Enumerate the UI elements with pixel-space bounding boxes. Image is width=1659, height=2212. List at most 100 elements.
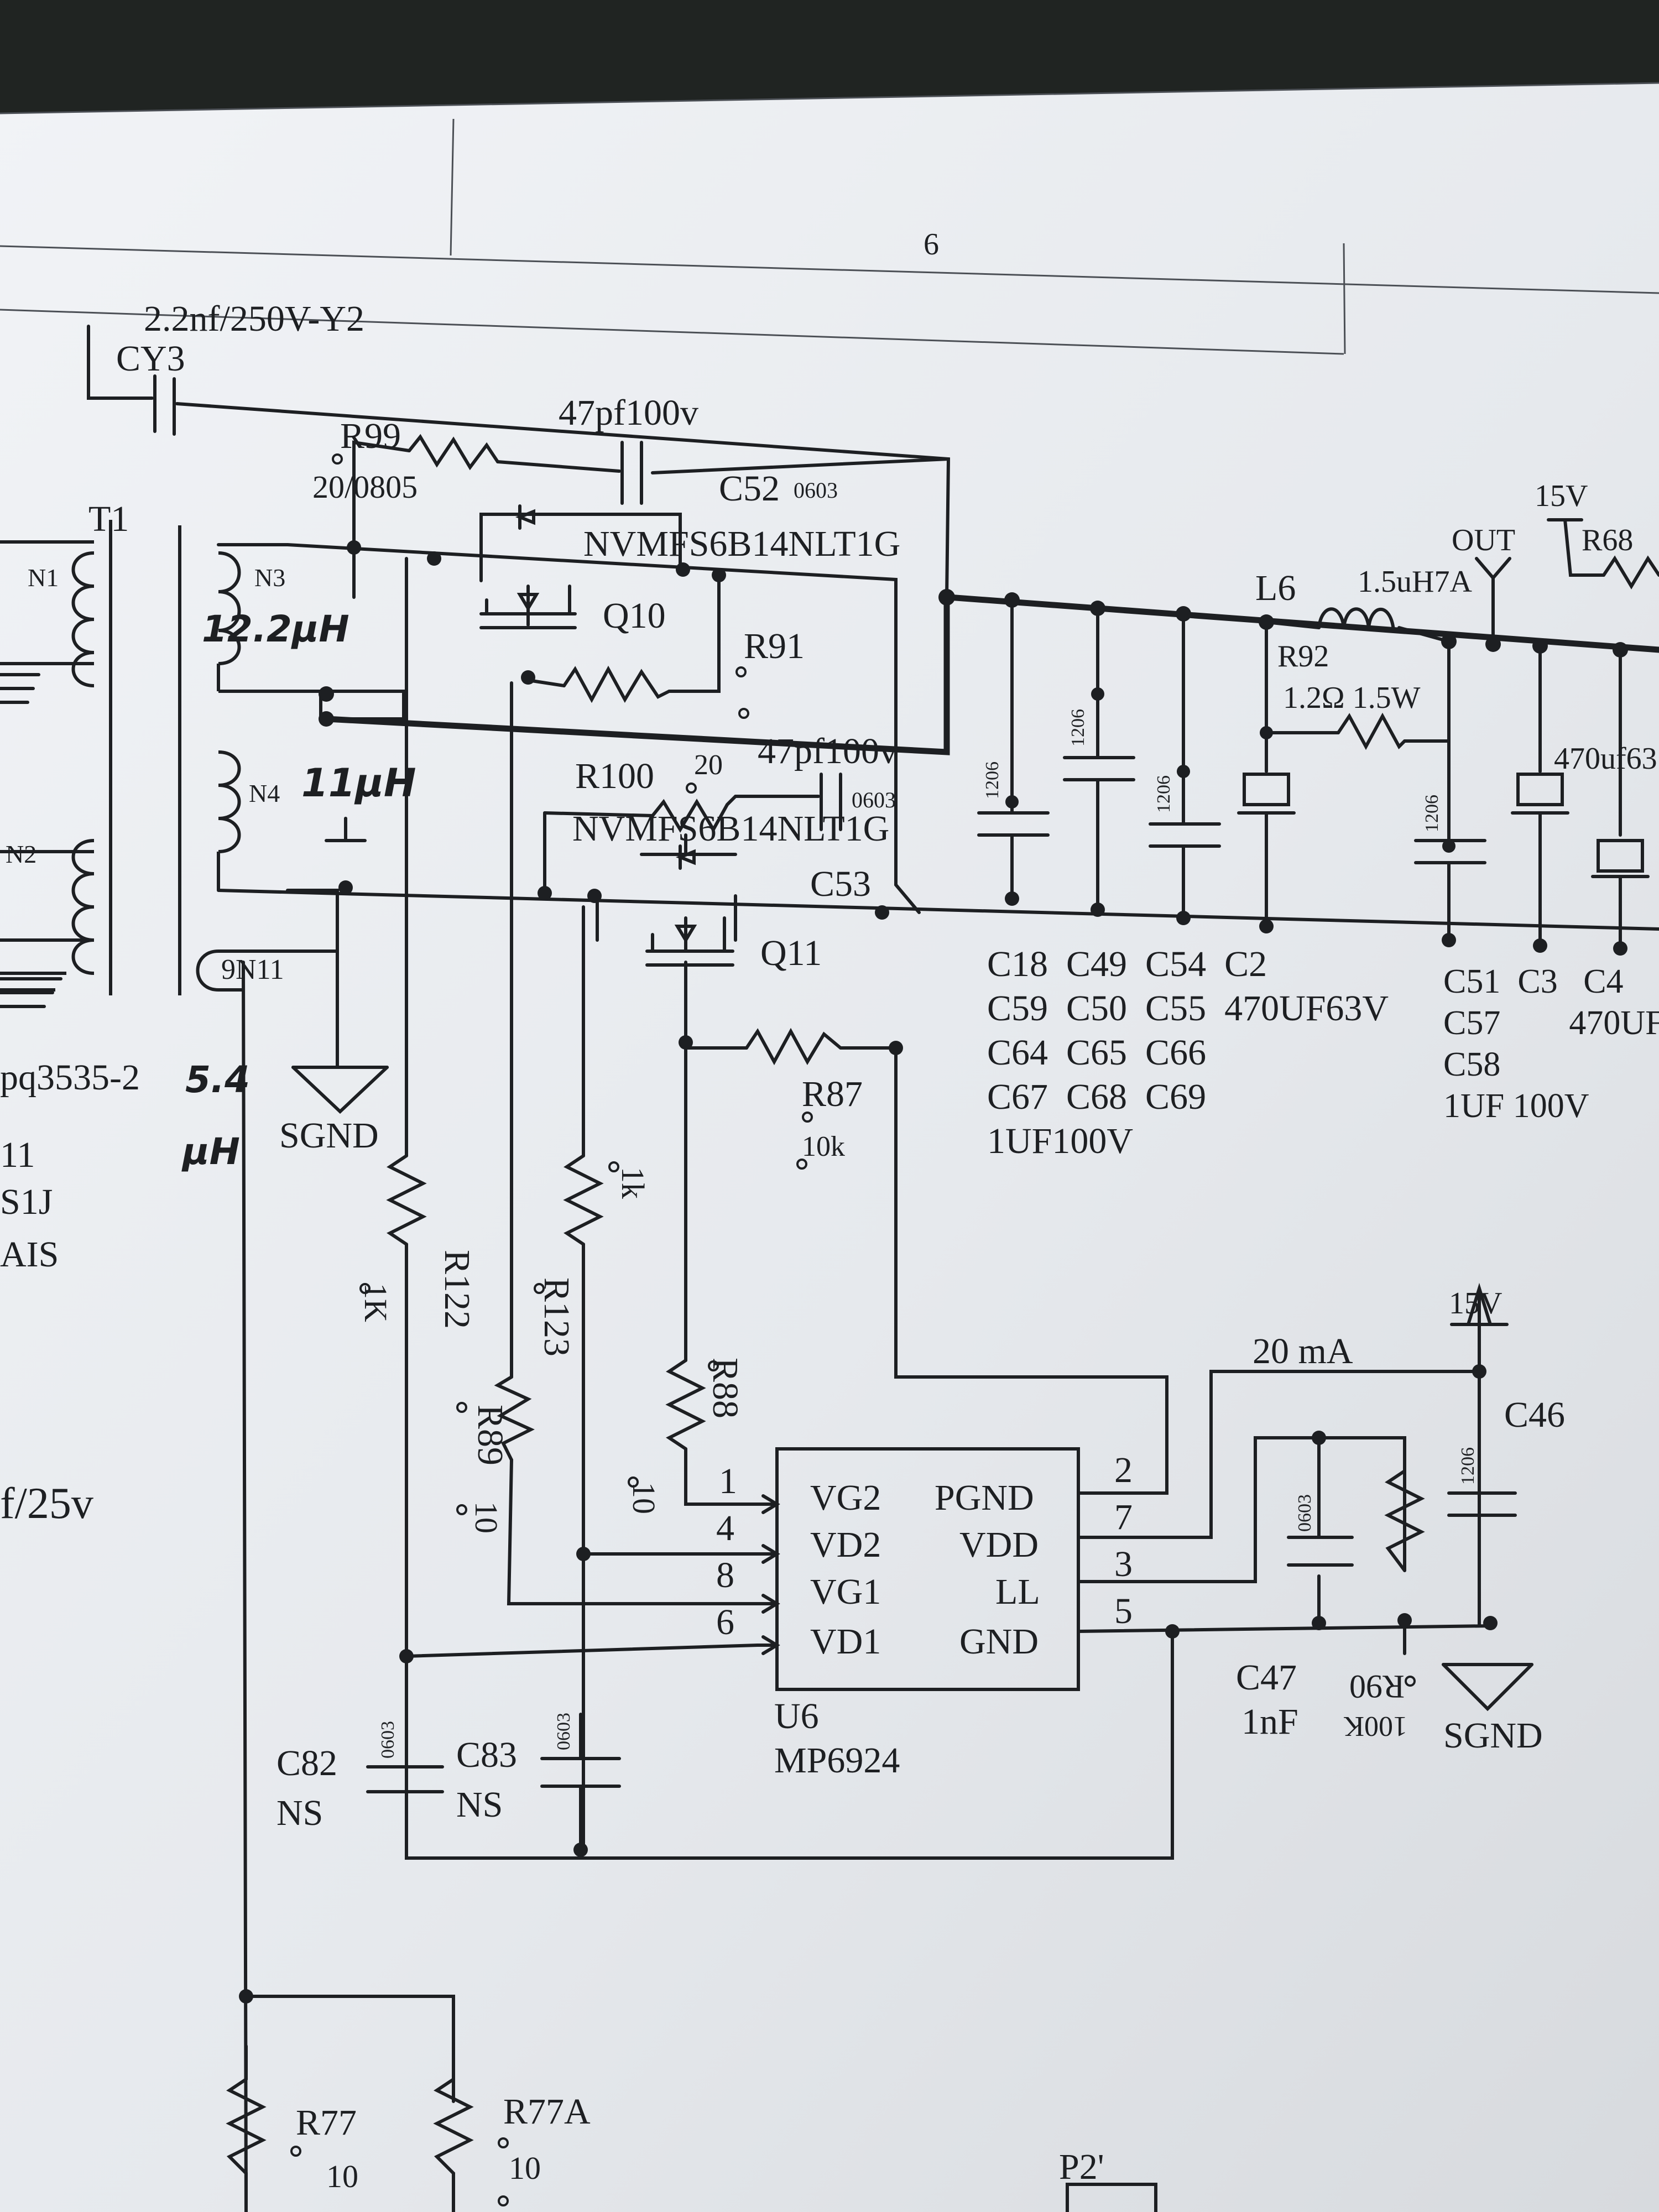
winding-n4: N4 [249,779,280,807]
c47-capacitor [1287,1536,1354,1567]
rail-15v-label: 15V [1535,479,1588,513]
r100-value: 20 [694,749,723,781]
handwritten-11uh: 11μH [301,760,416,806]
sheet-number: 6 [924,227,939,262]
c83-value: NS [456,1785,503,1825]
r122-ref: R122 [437,1250,477,1329]
r100-resistor [651,795,737,833]
r77a-value: 10 [509,2150,541,2186]
p2-connector [1066,2183,1157,2212]
r91-resistor [562,665,671,703]
c46-rail-15v: 15V [1449,1286,1502,1321]
sgnd-label: SGND [279,1115,379,1156]
cap-bank-2 [1414,773,1650,878]
u6-pin-vg2: VG2 [810,1478,881,1518]
sgnd-symbol-right [1442,1663,1533,1712]
r99-value: 20/0805 [312,469,418,505]
u6-part: MP6924 [774,1740,900,1781]
u6-pin-num-1: 1 [719,1461,737,1501]
r122-value: 1K [358,1283,394,1322]
c82-ref: C82 [276,1743,337,1783]
r87-ref: R87 [802,1074,863,1114]
c53-ref: C53 [810,864,871,904]
test-points [290,453,1416,2206]
paper-sheet [0,83,1659,2212]
winding-9n11: 9N11 [221,954,284,985]
cap-bank-1 [977,756,1296,848]
u6-ref: U6 [774,1696,819,1736]
cy3-capacitor [153,374,176,436]
u6-pin-pgnd: PGND [935,1478,1034,1518]
c53-capacitor [820,773,842,831]
bank1-line-5: 1UF100V [987,1121,1133,1161]
cy3-ref: CY3 [116,338,185,379]
c46-ref: C46 [1504,1395,1565,1435]
bank2-line-2: C57 470UF [1443,1004,1659,1042]
out-label: OUT [1452,523,1515,557]
c83-package: 0603 [554,1713,574,1750]
handwritten-12-2uh: 12.2μH [202,608,349,650]
r122-resistor [386,1154,427,1246]
title-frame [0,82,1659,355]
bank2-line-3: C58 [1443,1046,1500,1083]
handwritten-5-4: 5.4 [185,1058,250,1101]
bank2-partial-value: 470uf63 [1554,742,1657,776]
sgnd-label-right: SGND [1443,1715,1543,1756]
u6-pin-num-2: 2 [1114,1450,1133,1490]
r90-ref: R90 [1349,1668,1405,1705]
q10-part: NVMFS6B14NLT1G [583,524,900,564]
r77a-resistor [433,2078,474,2212]
u6-pin-num-6: 6 [716,1602,734,1642]
r91-ref: R91 [744,626,805,666]
bank1-package-a: 1206 [982,761,1003,799]
l6-value: 1.5uH7A [1358,565,1472,599]
c83-capacitor [540,1757,621,1788]
r89-value: 10 [468,1501,504,1533]
winding-n2: N2 [6,840,36,868]
winding-n3: N3 [254,564,285,592]
supply-current-label: 20 mA [1253,1331,1353,1371]
cap-bank-2-labels: C51 C3 C4 C57 470UF C58 1UF 100V [1443,963,1659,1125]
r77a-ref: R77A [503,2091,591,2132]
u6-pin-vd2: VD2 [810,1525,881,1565]
c46-capacitor [1447,1491,1517,1517]
c47-value: 1nF [1241,1702,1298,1742]
c82-package: 0603 [378,1721,398,1759]
q10-mosfet [479,504,577,629]
u6-pin-ll: LL [995,1572,1040,1612]
u6-ic-body [775,1447,1080,1691]
r-1k-resistor [563,1154,604,1246]
bank1-line-1: C18 C49 C54 C2 [987,944,1267,984]
r68-resistor [1602,555,1659,589]
q10-ref: Q10 [603,596,666,636]
r99-ref: R99 [340,416,401,456]
u6-pin-num-3: 3 [1114,1544,1133,1584]
r87-resistor [745,1027,842,1066]
r68-ref: R68 [1582,523,1633,557]
bank2-line-1: C51 C3 C4 [1443,963,1624,1000]
q11-part: NVMFS6B14NLT1G [572,808,889,849]
c53-package: 0603 [852,787,896,812]
c82-capacitor [366,1765,444,1793]
u6-pin-gnd: GND [959,1621,1039,1662]
c46-package: 1206 [1458,1447,1478,1485]
r92-resistor [1337,712,1406,750]
p2-ref: P2' [1059,2147,1104,2187]
l6-ref: L6 [1255,568,1296,608]
r77-value: 10 [326,2158,358,2194]
r77-resistor [226,2078,267,2212]
r123-value: 1k [615,1167,651,1199]
left-partial-1: 11 [0,1135,35,1175]
tap-8-link [319,690,405,721]
bank1-package-c: 1206 [1154,775,1174,813]
bank1-line-2: C59 C50 C55 470UF63V [987,988,1389,1029]
u6-pin-arrows [756,1494,780,1655]
left-partial-4: f/25v [0,1479,93,1528]
c52-value: 47pf100v [559,393,698,433]
bank2-package: 1206 [1422,795,1442,832]
q11-ref: Q11 [760,933,822,973]
bridge-b [325,817,367,842]
wires [87,325,1659,2212]
c53-value-partial: 47pf100v [758,731,898,771]
